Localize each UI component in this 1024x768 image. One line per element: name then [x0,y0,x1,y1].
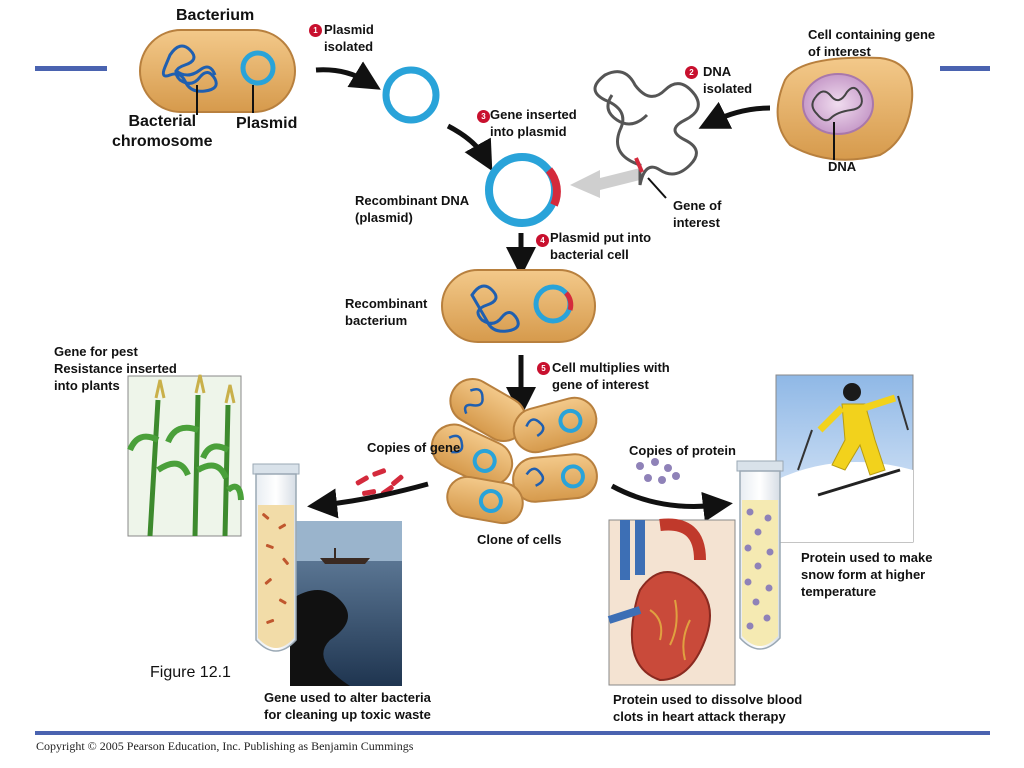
label-copies-of-gene: Copies of gene [367,440,461,455]
label-cell-with-gene: Cell containing gene of interest [808,27,936,59]
step-badge-5: 5 [537,362,550,375]
protein-copies [636,458,680,484]
step-badge-2: 2 [685,66,698,79]
step-badge-3: 3 [477,110,490,123]
skier-photo [775,374,914,543]
arrow-gene-inserted [446,123,493,172]
label-copies-of-protein: Copies of protein [629,443,736,458]
gene-copies [355,468,404,496]
label-dna: DNA [828,159,857,174]
top-right-rule [940,66,990,71]
bottom-rule [35,731,990,735]
isolated-dna-strand [593,70,700,199]
label-protein-snow: Protein used to make snow form at higher… [801,550,933,599]
right-test-tube [736,460,784,650]
arrow-to-gene-uses [307,481,429,519]
label-gene-for-pest: Gene for pest Resistance inserted into p… [54,344,177,393]
small-plasmid-shape [240,50,276,86]
arrow-plasmid-isolated [315,61,381,90]
label-bacterial-chromosome: Bacterial chromosome [112,113,213,150]
label-plasmid-put-into: Plasmid put into bacterial cell [550,230,652,262]
label-gene-toxic: Gene used to alter bacteria for cleaning… [264,690,431,722]
isolated-plasmid-shape [382,66,440,124]
heart-photo [607,518,736,686]
label-bacterium: Bacterium [176,7,255,24]
left-test-tube [252,463,300,652]
label-clone-of-cells: Clone of cells [477,532,562,547]
step-badge-4: 4 [536,234,549,247]
bacterium-cell [139,29,296,115]
corn-plants-photo [127,374,244,537]
figure-label: Figure 12.1 [150,664,231,681]
label-dna-isolated: DNA isolated [703,64,753,96]
label-cell-multiplies: Cell multiplies with gene of interest [552,360,670,392]
copyright-text: Copyright © 2005 Pearson Education, Inc.… [36,739,414,753]
recombinant-plasmid [485,153,561,227]
donor-cell [776,56,914,161]
label-protein-clots: Protein used to dissolve blood clots in … [613,692,803,724]
arrow-to-protein-uses [610,483,733,522]
label-recombinant-dna: Recombinant DNA (plasmid) [355,193,470,225]
label-recombinant-bacterium: Recombinant bacterium [345,296,428,328]
label-plasmid: Plasmid [236,115,298,132]
bacterial-chromosome-shape [161,44,218,93]
arrow-dna-isolated [698,101,771,129]
recombinant-bacterium-cell [441,269,596,343]
top-left-rule [35,66,107,71]
grey-insert-arrow [570,168,640,198]
label-plasmid-isolated: Plasmid isolated [324,22,374,54]
step-badge-1: 1 [309,24,322,37]
label-gene-inserted: Gene inserted into plasmid [490,107,577,139]
clone-of-cells [430,378,598,525]
label-gene-of-interest: Gene of interest [673,198,722,230]
oil-spill-photo [290,521,402,686]
